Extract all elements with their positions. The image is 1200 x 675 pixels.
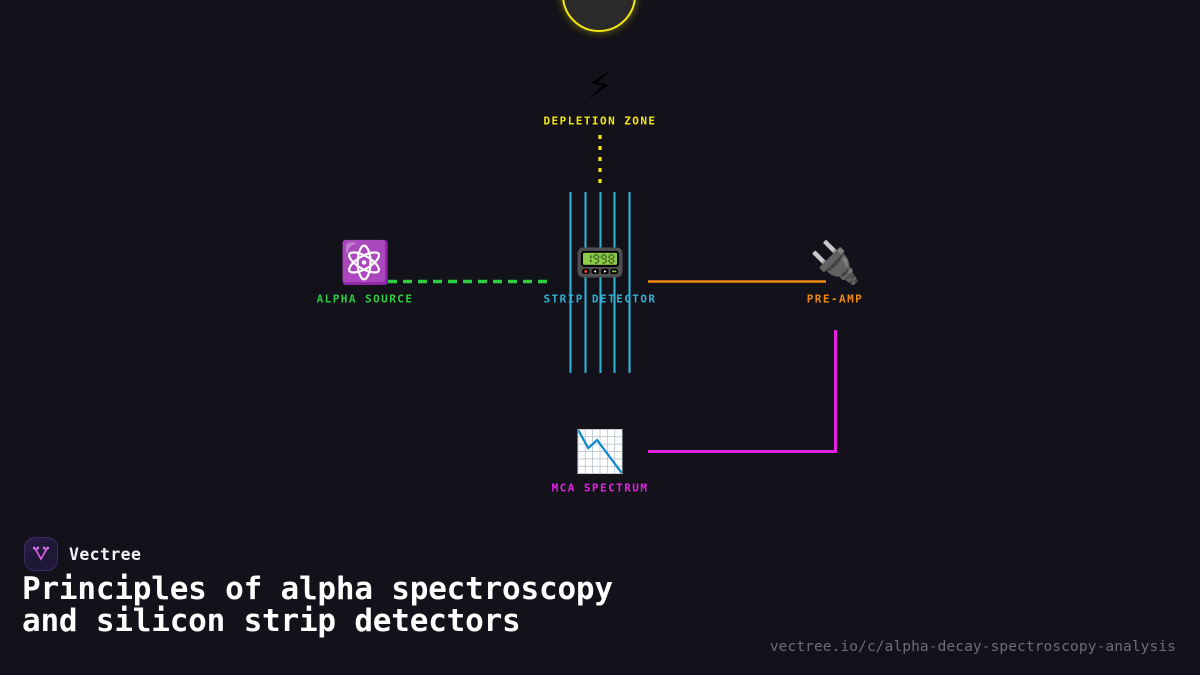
connector-preamp-to-mca <box>648 330 837 453</box>
node-mca-spectrum[interactable]: 📉 MCA SPECTRUM <box>485 427 715 495</box>
atom-symbol-icon: ⚛️ <box>339 238 391 287</box>
node-alpha-source-label: ALPHA SOURCE <box>316 292 414 306</box>
vectree-logo-icon <box>24 537 58 571</box>
detector-diagram: ⚡ DEPLETION ZONE ⚛️ ALPHA SOURCE 📟 STRIP… <box>250 0 950 495</box>
electric-plug-icon: 🔌 <box>809 238 861 287</box>
brand-name: Vectree <box>69 544 142 564</box>
footer: Vectree Principles of alpha spectroscopy… <box>0 525 1200 675</box>
node-strip-detector-label: STRIP DETECTOR <box>543 292 657 306</box>
node-depletion-zone[interactable]: ⚡ DEPLETION ZONE <box>485 67 715 128</box>
page-title: Principles of alpha spectroscopy and sil… <box>22 571 613 639</box>
chart-decreasing-icon: 📉 <box>574 427 626 476</box>
node-pre-amp-label: PRE-AMP <box>806 292 864 306</box>
node-pre-amp[interactable]: 🔌 PRE-AMP <box>720 238 950 306</box>
silicon-strip-lines <box>569 192 631 373</box>
node-depletion-zone-label: DEPLETION ZONE <box>543 114 657 128</box>
pager-icon: 📟 <box>574 238 626 287</box>
high-voltage-icon: ⚡ <box>586 63 614 108</box>
connection-wires <box>388 135 837 453</box>
brand-row: Vectree <box>24 537 141 571</box>
node-mca-spectrum-label: MCA SPECTRUM <box>551 481 649 495</box>
node-strip-detector[interactable]: 📟 STRIP DETECTOR <box>485 238 715 306</box>
footer-url: vectree.io/c/alpha-decay-spectroscopy-an… <box>769 639 1176 655</box>
node-alpha-source[interactable]: ⚛️ ALPHA SOURCE <box>250 238 480 306</box>
